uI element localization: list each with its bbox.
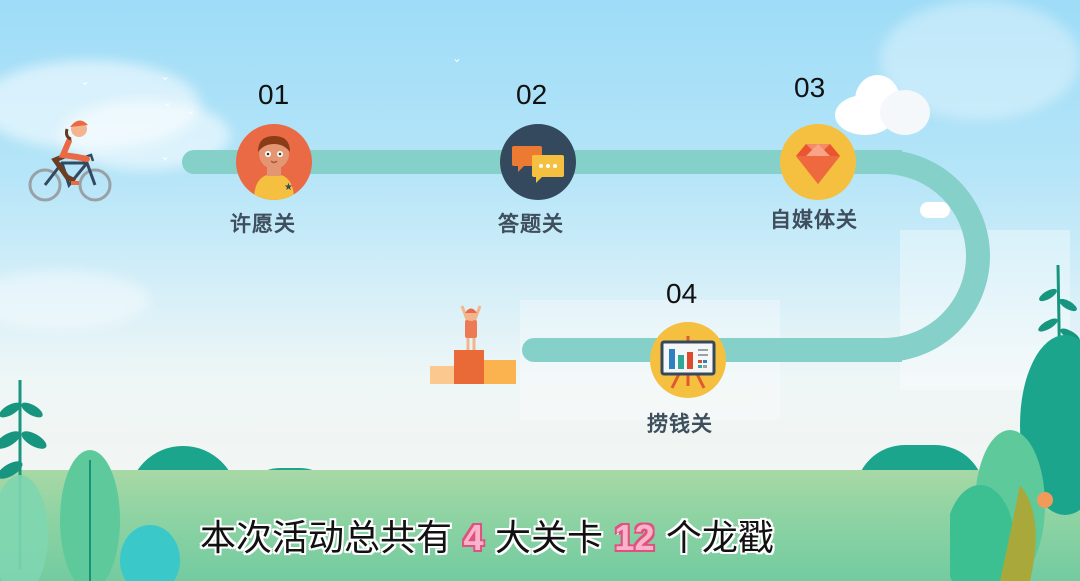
leaf-plant <box>0 370 190 581</box>
cloud-puffy <box>835 70 935 140</box>
bird-icon: ⌄ <box>162 95 173 109</box>
presentation-chart-icon <box>660 336 716 389</box>
bird-icon: ⌄ <box>452 51 463 65</box>
cloud <box>0 270 150 330</box>
stage-label: 自媒体关 <box>770 208 858 232</box>
stage-node-4[interactable] <box>650 322 726 398</box>
caption-text: 个龙戳 <box>665 518 774 559</box>
stage-node-3[interactable] <box>780 124 856 200</box>
stage-number: 03 <box>794 72 826 103</box>
bird-icon: ⌄ <box>186 103 197 117</box>
stage-node-1[interactable]: ★ <box>236 124 312 200</box>
ground <box>0 470 1080 581</box>
stage-number: 01 <box>258 79 290 110</box>
stage-number: 02 <box>516 79 548 110</box>
cyclist-icon <box>27 115 112 205</box>
caption-text: 本次活动总共有 <box>200 518 453 559</box>
caption-subtitle: 本次活动总共有 4 大关卡 12 个龙戳 <box>200 513 900 563</box>
svg-text:★: ★ <box>284 182 293 193</box>
stage-label: 许愿关 <box>230 212 296 236</box>
caption-text: 大关卡 <box>494 518 603 559</box>
leaf-plant <box>945 255 1080 581</box>
bird-icon: ⌄ <box>160 149 171 163</box>
stage-label: 答题关 <box>498 212 564 236</box>
caption-item-count: 12 <box>614 517 655 558</box>
bird-icon: ⌄ <box>160 69 171 83</box>
chat-bubbles-icon <box>512 146 564 183</box>
podium-winner-icon <box>430 300 518 386</box>
stage-label: 捞钱关 <box>647 412 713 436</box>
stage-number: 04 <box>666 278 698 309</box>
caption-stage-count: 4 <box>463 517 484 558</box>
bird-icon: ⌄ <box>80 74 91 88</box>
avatar-boy-icon: ★ <box>254 136 294 200</box>
stage-node-2[interactable] <box>500 124 576 200</box>
diamond-icon <box>796 144 840 184</box>
